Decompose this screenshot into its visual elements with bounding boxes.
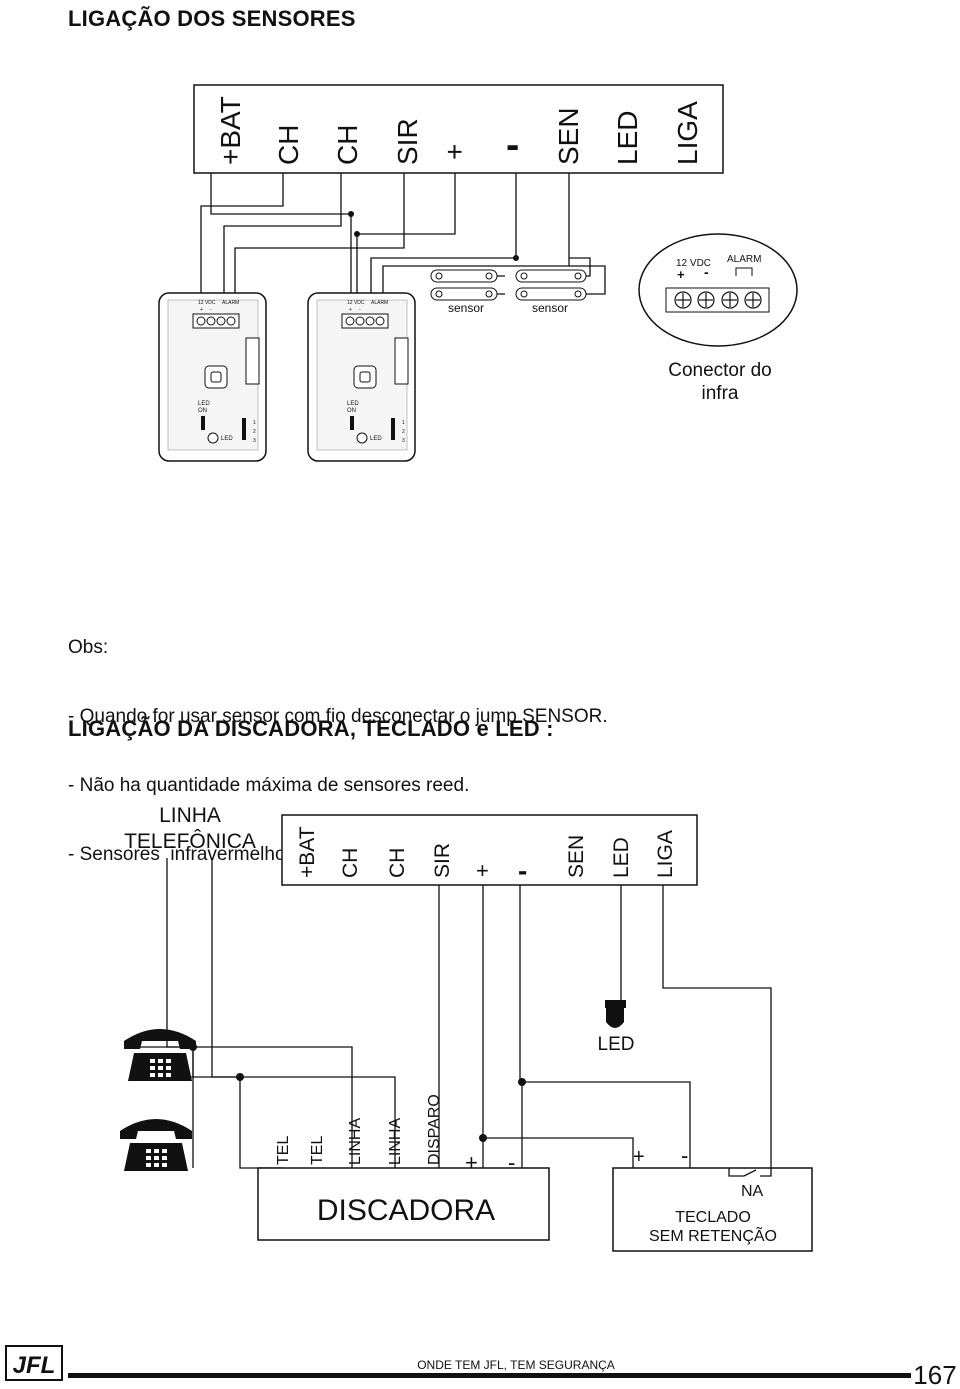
terminal-label: LIGA — [654, 830, 677, 878]
svg-text:-: - — [704, 264, 709, 280]
svg-text:-: - — [210, 307, 212, 313]
terminal-label: LED — [610, 837, 633, 878]
terminal-label: SEN — [553, 107, 584, 165]
svg-text:3: 3 — [253, 438, 256, 444]
svg-text:+: + — [465, 1150, 478, 1175]
svg-text:12 VDC: 12 VDC — [676, 258, 711, 269]
svg-text:JFL: JFL — [13, 1352, 56, 1379]
phone-line-label: LINHA — [159, 804, 221, 827]
wires-2 — [140, 858, 772, 1173]
svg-text:12 VDC: 12 VDC — [198, 300, 216, 306]
obs-line: - Quando for usar sensor com fio descone… — [68, 706, 608, 727]
svg-text:ALARM: ALARM — [371, 300, 388, 306]
led-component: LED — [598, 1000, 635, 1055]
terminal-label: LIGA — [672, 101, 703, 165]
dialer-wiring-diagram: LINHA TELEFÔNICA +BAT CH CH SIR + - SEN … — [120, 804, 813, 1252]
svg-text:+: + — [677, 267, 685, 282]
svg-text:12 VDC: 12 VDC — [347, 300, 365, 306]
svg-text:LED: LED — [370, 436, 382, 442]
svg-text:LINHA: LINHA — [347, 1118, 364, 1165]
jfl-logo: JFL — [5, 1345, 63, 1381]
svg-text:ON: ON — [198, 408, 207, 414]
keypad-box — [612, 1167, 813, 1252]
svg-text:sensor: sensor — [532, 301, 568, 315]
svg-text:TEL: TEL — [309, 1136, 326, 1165]
footer: JFL ONDE TEM JFL, TEM SEGURANÇA 167 — [5, 1345, 957, 1389]
reed-sensor-2: sensor — [515, 269, 587, 315]
svg-text:LED: LED — [221, 436, 233, 442]
pir-detector-1: 12 VDC ALARM + - LED ON LED 1 2 3 — [158, 292, 267, 462]
svg-text:ALARM: ALARM — [222, 300, 239, 306]
obs-line: - Não ha quantidade máxima de sensores r… — [68, 775, 470, 796]
terminal-label: SEN — [565, 835, 588, 878]
svg-text:LED: LED — [347, 401, 359, 407]
terminal-label: CH — [273, 125, 304, 165]
svg-text:ON: ON — [347, 408, 356, 414]
discadora-terminals: TEL TEL LINHA LINHA DISPARO + - — [275, 1094, 515, 1175]
svg-text:ALARM: ALARM — [727, 254, 761, 265]
terminal-labels: +BAT CH CH SIR + - SEN LED LIGA — [215, 96, 703, 167]
telephone-icon — [120, 1119, 192, 1171]
discadora-box — [257, 1167, 550, 1241]
svg-text:+: + — [349, 307, 352, 313]
terminal-label: +BAT — [215, 96, 246, 165]
keypad-terminal: - — [681, 1143, 688, 1168]
keypad-terminal: + — [633, 1146, 645, 1168]
section-title-sensores: LIGAÇÃO DOS SENSORES — [68, 6, 356, 31]
svg-text:3: 3 — [402, 438, 405, 444]
terminal-label: CH — [339, 848, 362, 878]
keypad-label: TECLADO — [675, 1209, 751, 1226]
terminal-label: LED — [612, 111, 643, 165]
terminal-label: - — [506, 123, 519, 167]
phone-line-label: TELEFÔNICA — [124, 830, 256, 853]
terminal-label: + — [439, 144, 470, 160]
terminal-label: CH — [386, 848, 409, 878]
discadora-label: DISCADORA — [317, 1194, 495, 1227]
terminal-label: CH — [332, 125, 363, 165]
connector-zoom: 12 VDC ALARM + - Conector do infra — [638, 233, 798, 404]
svg-text:2: 2 — [402, 429, 405, 435]
led-label: LED — [598, 1034, 635, 1055]
svg-text:2: 2 — [253, 429, 256, 435]
terminal-label: SIR — [431, 843, 454, 878]
section-title-discadora: LIGAÇÃO DA DISCADORA, TECLADO e LED : — [68, 716, 554, 741]
footer-slogan: ONDE TEM JFL, TEM SEGURANÇA — [417, 1358, 615, 1372]
terminal-label: - — [518, 855, 527, 886]
keypad-label: SEM RETENÇÃO — [649, 1225, 777, 1245]
terminal-label: + — [476, 858, 489, 883]
svg-text:-: - — [359, 307, 361, 313]
obs-heading: Obs: — [68, 637, 109, 658]
page-number: 167 — [913, 1360, 956, 1389]
svg-text:TEL: TEL — [275, 1136, 292, 1165]
svg-text:1: 1 — [402, 420, 405, 426]
svg-text:sensor: sensor — [448, 301, 484, 315]
svg-text:DISPARO: DISPARO — [426, 1094, 443, 1165]
terminal-block-2 — [281, 814, 698, 886]
svg-text:1: 1 — [253, 420, 256, 426]
terminal-block — [193, 84, 724, 174]
telephone-icon — [124, 1029, 196, 1081]
keypad-na: NA — [741, 1183, 764, 1200]
terminal-labels-2: +BAT CH CH SIR + - SEN LED LIGA — [296, 826, 677, 886]
svg-text:LED: LED — [198, 401, 210, 407]
connector-caption: Conector do — [668, 360, 772, 381]
reed-sensor-1: sensor — [430, 269, 498, 315]
sensor-wiring-diagram: +BAT CH CH SIR + - SEN LED LIGA — [158, 84, 798, 462]
connector-caption: infra — [702, 383, 739, 404]
terminal-label: SIR — [392, 118, 423, 165]
svg-text:+: + — [200, 307, 203, 313]
terminal-label: +BAT — [296, 826, 319, 878]
pir-detector-2: 12 VDC ALARM + - LED ON LED 1 2 3 — [307, 292, 416, 462]
svg-text:LINHA: LINHA — [387, 1118, 404, 1165]
svg-text:-: - — [508, 1150, 515, 1175]
footer-bar — [68, 1373, 911, 1378]
